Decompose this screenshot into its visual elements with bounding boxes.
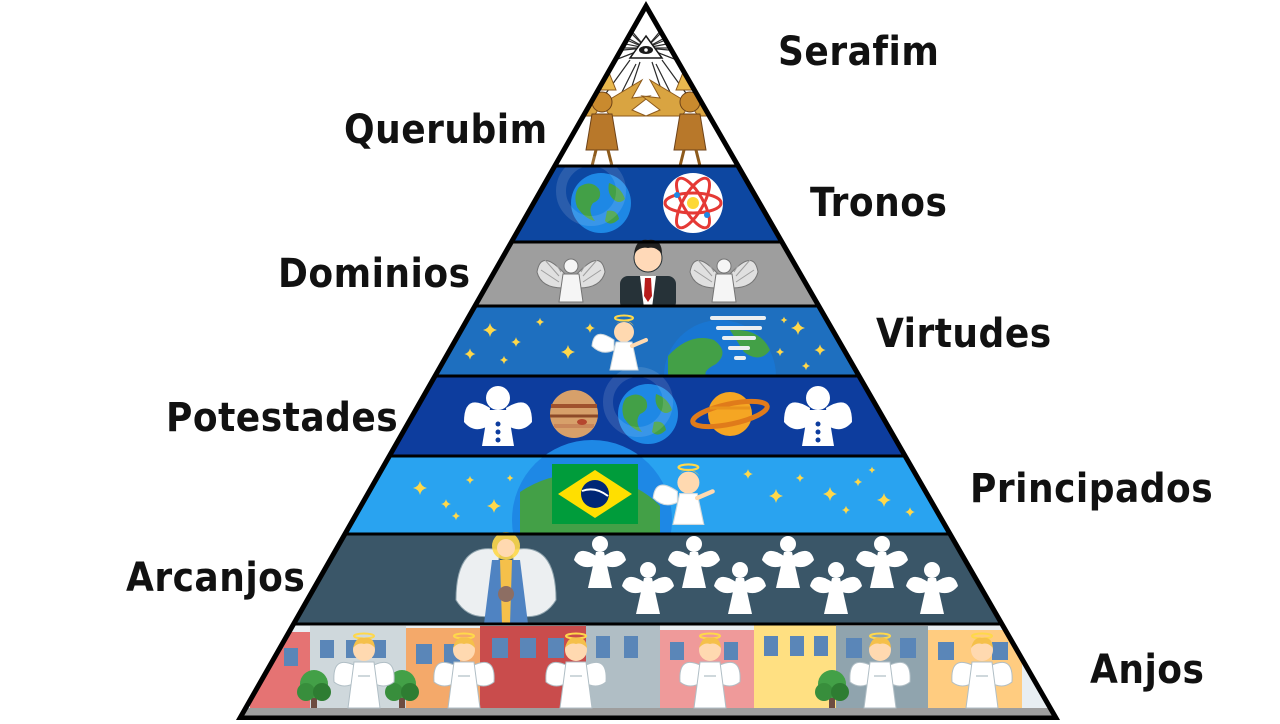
pyramid-bands: [240, 6, 1056, 718]
archangel-icon: [455, 532, 557, 624]
label-principados: Principados: [970, 466, 1214, 512]
label-anjos: Anjos: [1090, 647, 1205, 693]
label-tronos: Tronos: [810, 180, 948, 226]
pyramid-outline: [235, 0, 1061, 721]
label-dominios: Dominios: [278, 251, 471, 297]
label-virtudes: Virtudes: [876, 311, 1052, 357]
label-serafim: Serafim: [778, 29, 940, 75]
label-querubim: Querubim: [344, 107, 548, 153]
atom-model-icon: [663, 173, 723, 233]
jupiter-icon: [550, 390, 598, 438]
label-potestades: Potestades: [166, 395, 399, 441]
label-arcanjos: Arcanjos: [126, 555, 306, 601]
businessman-icon: [620, 239, 676, 310]
brazil-flag-icon: [552, 464, 638, 524]
all-seeing-eye-icon: [628, 34, 664, 59]
saturn-icon: [690, 392, 770, 436]
tornado-icon: [710, 316, 766, 360]
